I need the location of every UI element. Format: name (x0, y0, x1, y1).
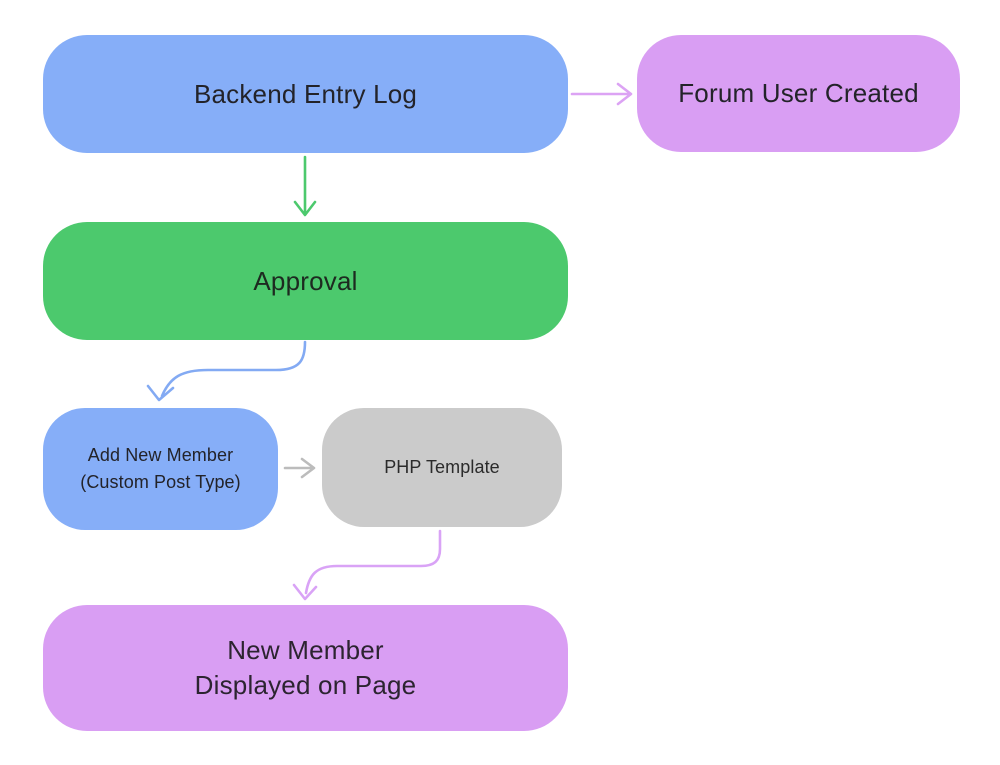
node-label: Add New Member (87, 445, 234, 465)
node-label: Approval (253, 265, 358, 296)
node-approval: Approval (43, 222, 568, 340)
edge-addmember-to-php-arrow (283, 457, 316, 479)
node-label: New Member (227, 635, 384, 665)
node-add-new-member: Add New Member (Custom Post Type) (43, 408, 278, 530)
node-backend-entry-log: Backend Entry Log (43, 35, 568, 153)
node-label-line2: (Custom Post Type) (80, 472, 241, 492)
node-label-line2: Displayed on Page (194, 670, 417, 700)
node-label: PHP Template (384, 457, 500, 477)
edge-backend-to-forum-arrow (570, 82, 633, 106)
node-label: Backend Entry Log (193, 78, 418, 109)
node-forum-user-created: Forum User Created (637, 35, 960, 152)
edge-approval-to-addmember-arrow (146, 340, 307, 402)
node-new-member-displayed: New Member Displayed on Page (43, 605, 568, 731)
edge-backend-to-approval-arrow (293, 155, 317, 217)
edge-php-to-newmember-arrow (292, 529, 442, 601)
node-label: Forum User Created (678, 78, 919, 108)
node-php-template: PHP Template (322, 408, 562, 527)
